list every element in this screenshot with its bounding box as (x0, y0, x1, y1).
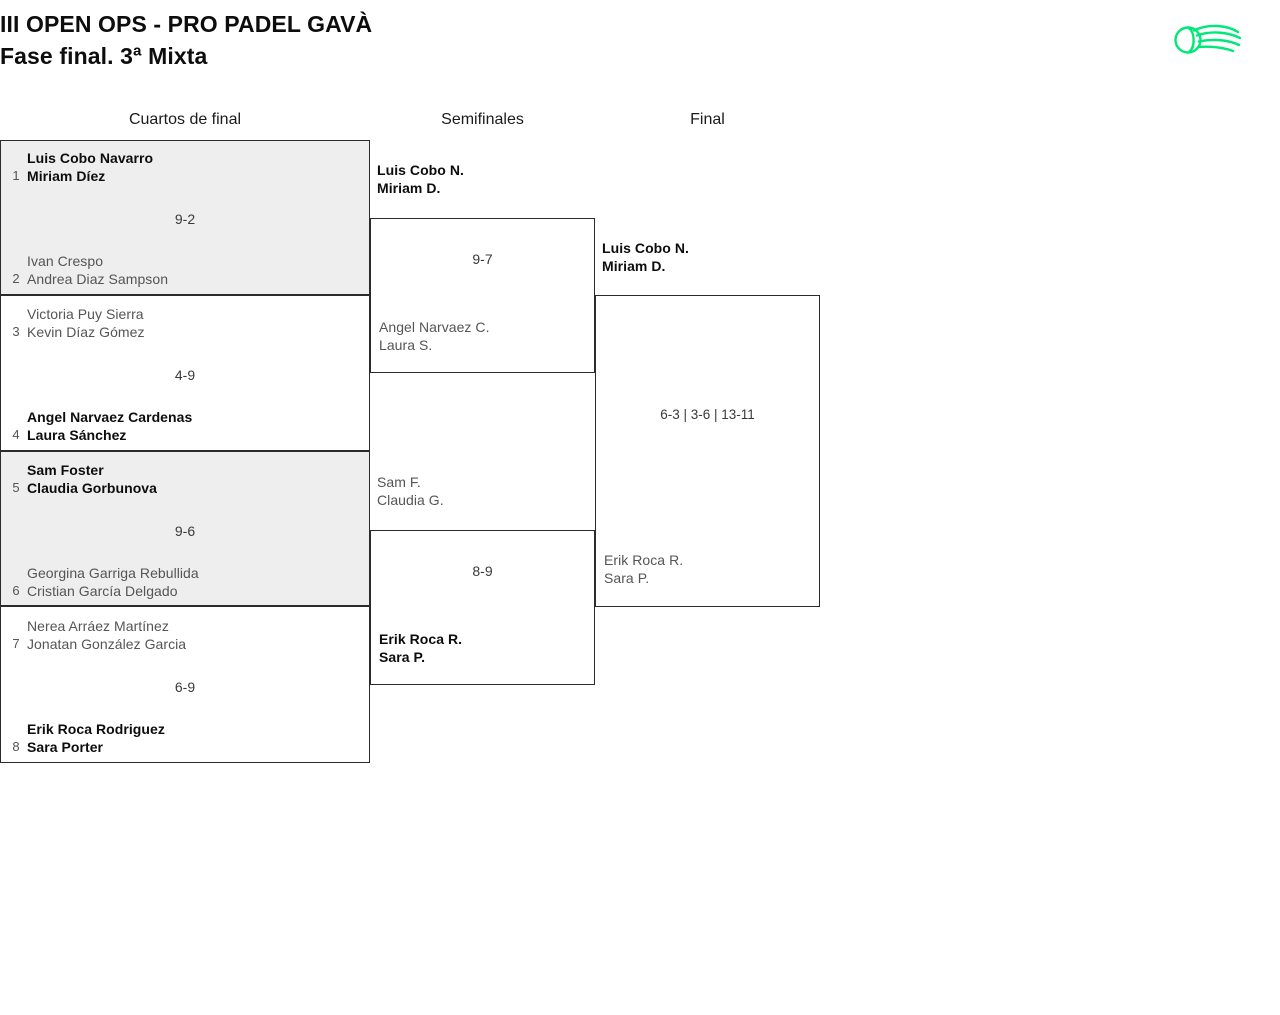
player-name: Sara Porter (27, 739, 104, 755)
seed-number: 3 (12, 324, 20, 339)
team-seed-8[interactable]: 8 Erik Roca Rodriguez Sara Porter (1, 720, 369, 756)
semifinal-2-bottom-team[interactable]: Erik Roca R. Sara P. (371, 630, 594, 666)
match-final[interactable]: 6-3 | 3-6 | 13-11 Erik Roca R. Sara P. (595, 295, 820, 607)
tournament-phase: Fase final. 3ª Mixta (0, 43, 208, 69)
seed-number: 5 (12, 480, 20, 495)
page-title: III OPEN OPS - PRO PADEL GAVÀ Fase final… (0, 8, 900, 72)
team-seed-5[interactable]: 5 Sam Foster Claudia Gorbunova (1, 461, 369, 497)
seed-number: 4 (12, 427, 20, 442)
player-name: Angel Narvaez C. (379, 319, 490, 335)
seed-number: 8 (12, 739, 20, 754)
match-score: 6-9 (174, 679, 196, 695)
match-score: 9-7 (472, 251, 493, 267)
player-name: Sara P. (379, 649, 426, 665)
player-name: Erik Roca Rodriguez (27, 721, 165, 737)
player-name: Victoria Puy Sierra (27, 306, 144, 322)
team-seed-1[interactable]: 1 Luis Cobo Navarro Miriam Díez (1, 149, 369, 185)
player-name: Miriam D. (602, 258, 666, 274)
player-name: Luis Cobo N. (377, 162, 464, 178)
final-top-team[interactable]: Luis Cobo N. Miriam D. (602, 239, 689, 275)
seed-number: 7 (12, 636, 20, 651)
player-name: Sam Foster (27, 462, 104, 478)
player-name: Erik Roca R. (379, 631, 463, 647)
seed-number: 2 (12, 271, 20, 286)
round-header-quarterfinals: Cuartos de final (128, 111, 242, 128)
semifinal-1-bottom-team[interactable]: Angel Narvaez C. Laura S. (371, 318, 594, 354)
match-score: 9-2 (174, 211, 196, 227)
team-seed-6[interactable]: 6 Georgina Garriga Rebullida Cristian Ga… (1, 564, 369, 600)
seed-number: 1 (12, 168, 20, 183)
match-semifinal-2[interactable]: 8-9 Erik Roca R. Sara P. (370, 530, 595, 685)
match-quarterfinal-1[interactable]: 1 Luis Cobo Navarro Miriam Díez 9-2 2 Iv… (0, 140, 370, 295)
player-name: Andrea Diaz Sampson (27, 271, 169, 287)
round-header-final: Final (690, 111, 725, 128)
player-name: Claudia G. (377, 492, 444, 508)
tournament-name: III OPEN OPS - PRO PADEL GAVÀ (0, 11, 373, 37)
player-name: Cristian García Delgado (27, 583, 178, 599)
match-score: 9-6 (174, 523, 196, 539)
player-name: Laura Sánchez (27, 427, 127, 443)
player-name: Kevin Díaz Gómez (27, 324, 145, 340)
final-bottom-team[interactable]: Erik Roca R. Sara P. (596, 551, 819, 587)
match-quarterfinal-3[interactable]: 5 Sam Foster Claudia Gorbunova 9-6 6 Geo… (0, 451, 370, 606)
player-name: Claudia Gorbunova (27, 480, 157, 496)
player-name: Nerea Arráez Martínez (27, 618, 169, 634)
match-semifinal-1[interactable]: 9-7 Angel Narvaez C. Laura S. (370, 218, 595, 373)
match-score: 4-9 (174, 367, 196, 383)
player-name: Erik Roca R. (604, 552, 684, 568)
match-quarterfinal-4[interactable]: 7 Nerea Arráez Martínez Jonatan González… (0, 606, 370, 763)
team-seed-7[interactable]: 7 Nerea Arráez Martínez Jonatan González… (1, 617, 369, 653)
player-name: Luis Cobo Navarro (27, 150, 154, 166)
player-name: Luis Cobo N. (602, 240, 689, 256)
player-name: Miriam Díez (27, 168, 106, 184)
seed-number: 6 (12, 583, 20, 598)
player-name: Georgina Garriga Rebullida (27, 565, 199, 581)
player-name: Sara P. (604, 570, 650, 586)
player-name: Angel Narvaez Cardenas (27, 409, 193, 425)
semifinal-1-top-team[interactable]: Luis Cobo N. Miriam D. (377, 161, 464, 197)
player-name: Ivan Crespo (27, 253, 104, 269)
team-seed-4[interactable]: 4 Angel Narvaez Cardenas Laura Sánchez (1, 408, 369, 444)
team-seed-3[interactable]: 3 Victoria Puy Sierra Kevin Díaz Gómez (1, 305, 369, 341)
semifinal-2-top-team[interactable]: Sam F. Claudia G. (377, 473, 444, 509)
player-name: Sam F. (377, 474, 421, 490)
padel-ball-logo (1172, 16, 1244, 60)
player-name: Laura S. (379, 337, 433, 353)
round-header-semifinals: Semifinales (441, 111, 524, 128)
match-score: 6-3 | 3-6 | 13-11 (660, 407, 755, 422)
player-name: Miriam D. (377, 180, 441, 196)
match-score: 8-9 (472, 563, 493, 579)
match-quarterfinal-2[interactable]: 3 Victoria Puy Sierra Kevin Díaz Gómez 4… (0, 295, 370, 451)
team-seed-2[interactable]: 2 Ivan Crespo Andrea Diaz Sampson (1, 252, 369, 288)
player-name: Jonatan González Garcia (27, 636, 187, 652)
